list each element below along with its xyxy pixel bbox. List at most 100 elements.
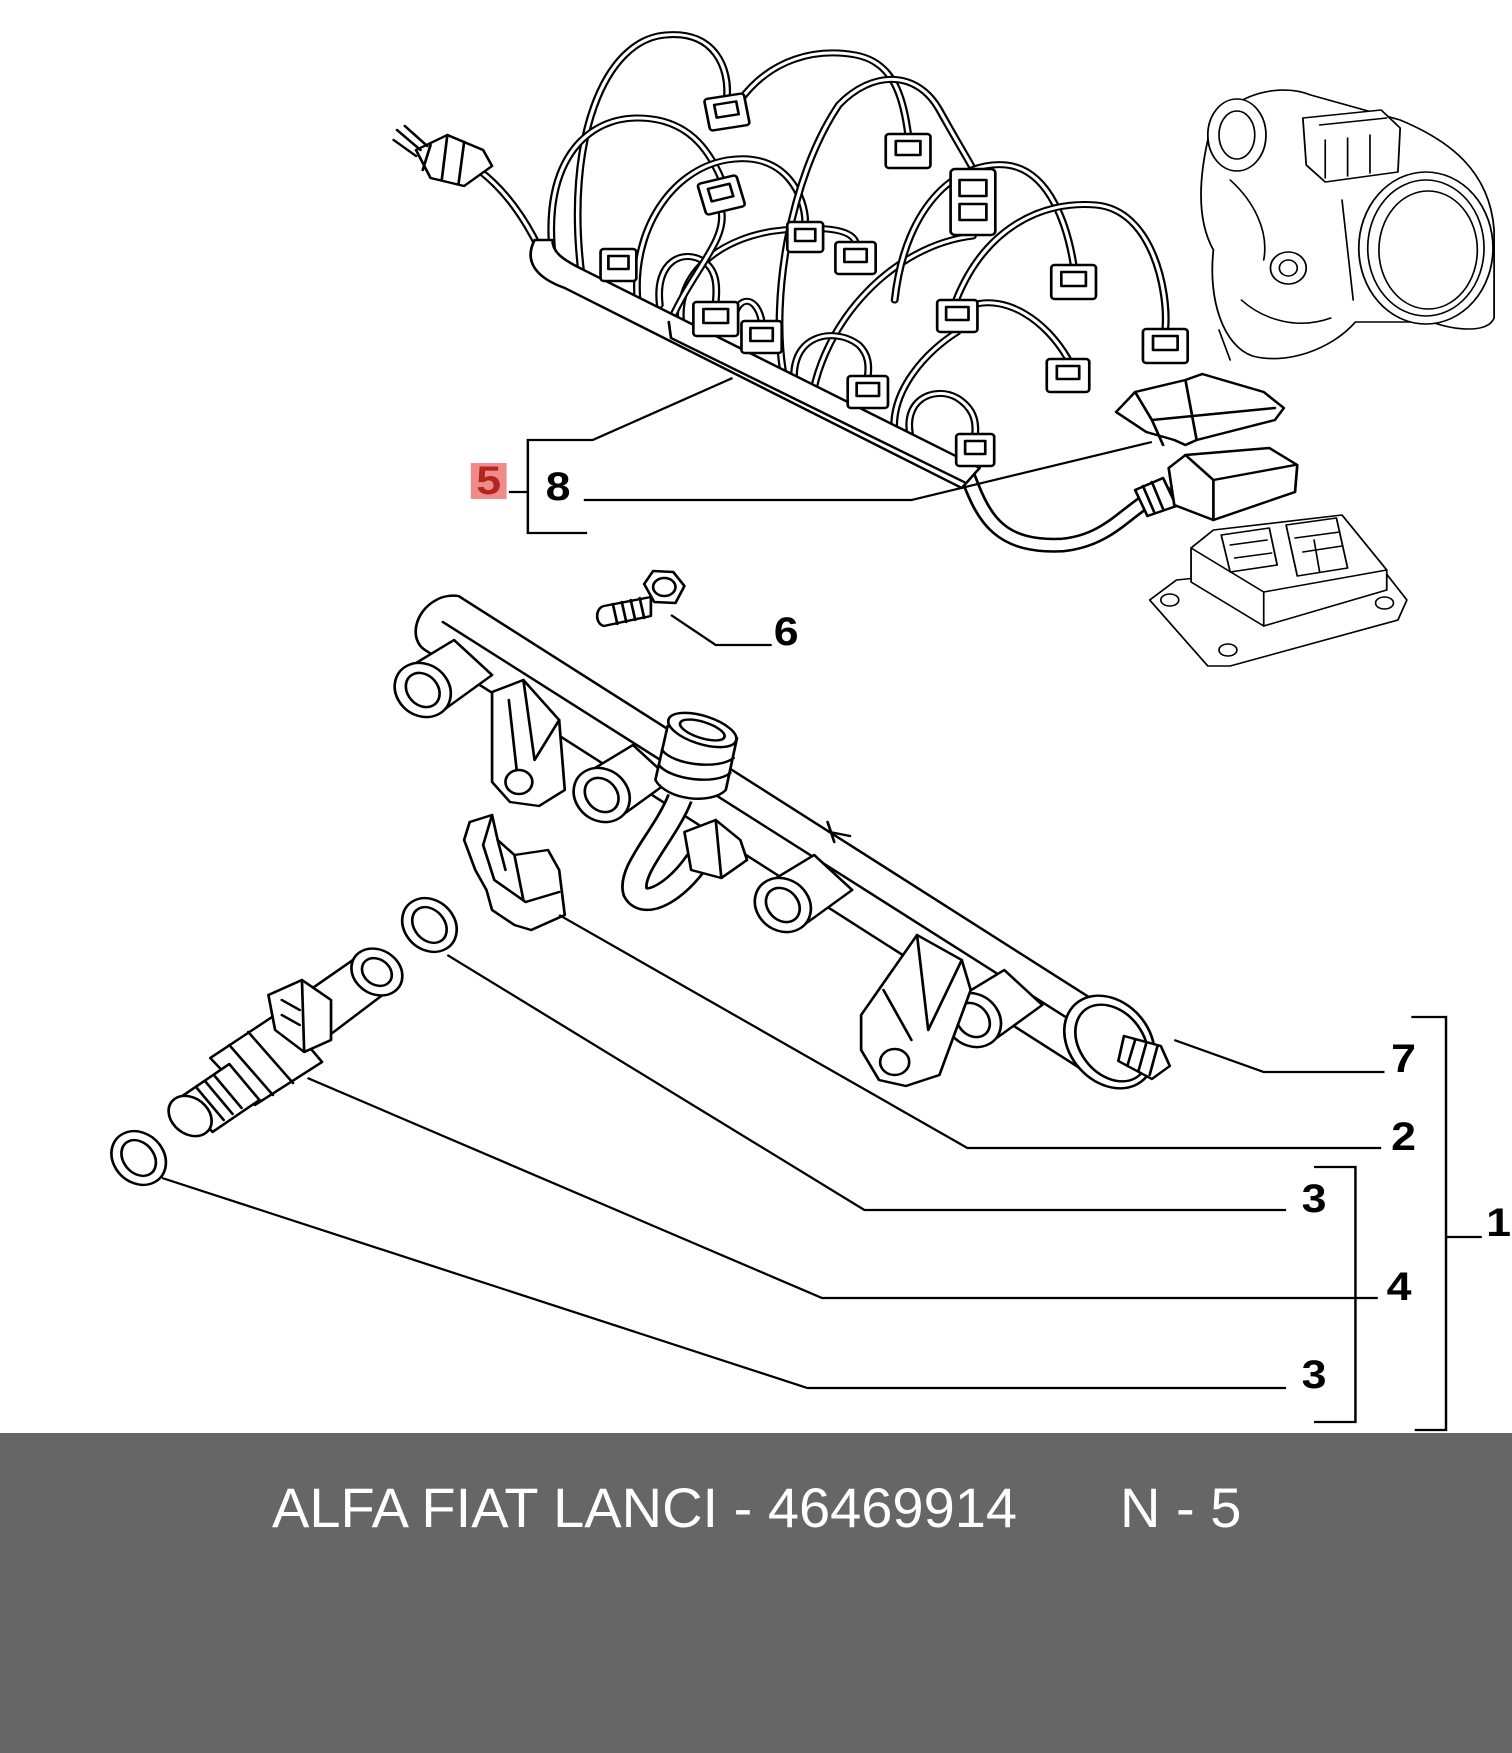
harness-trunk — [529, 238, 982, 490]
connector-housing — [846, 374, 890, 410]
connector-housing — [599, 247, 638, 283]
fuel-inlet-fitting-top — [666, 711, 738, 749]
ecu-connector-cover — [1114, 372, 1286, 447]
injector-cup-bore — [764, 886, 802, 924]
callout-1: 1 — [1486, 1200, 1511, 1244]
throttle-sensor-connector — [1301, 109, 1402, 183]
callout-3-upper: 3 — [1302, 1176, 1327, 1220]
connector-latch — [607, 254, 630, 271]
fuel-inlet-fitting-ridges — [657, 748, 735, 781]
leader-7 — [1173, 1038, 1385, 1074]
injector-cup — [943, 968, 1044, 1049]
injector-cup-bore — [404, 671, 441, 709]
fuel-injector — [167, 947, 404, 1138]
connector-housing — [740, 319, 784, 355]
throttle-inlet-pipe-inner — [1218, 110, 1256, 160]
fuel-rail-step — [826, 820, 852, 844]
callout-5-highlight — [470, 463, 507, 499]
clip-detail — [481, 813, 561, 904]
bolt-head-face — [651, 576, 677, 598]
harness-end-plug-ridges — [421, 133, 466, 186]
o-ring-outer — [110, 1129, 168, 1187]
harness-wire — [890, 328, 962, 439]
module-housing-edge — [1190, 547, 1388, 627]
callout-6: 6 — [774, 609, 799, 653]
injector-cup — [393, 638, 494, 719]
leader-6 — [670, 614, 772, 647]
leader-4 — [307, 1077, 1378, 1300]
module-connector-left — [1220, 527, 1279, 573]
leader-2 — [558, 914, 1382, 1150]
connector-latch — [958, 178, 988, 198]
control-module — [1148, 514, 1408, 667]
connector-latch — [1059, 270, 1088, 288]
bracket-plate — [859, 933, 973, 1088]
injector-cup-bore — [583, 776, 620, 814]
callout-2: 2 — [1391, 1114, 1416, 1158]
ecu-connector-plug — [1167, 446, 1299, 522]
rail-end-fitting — [1062, 994, 1172, 1090]
connector-latch — [1151, 334, 1179, 352]
throttle-inlet-pipe — [1206, 98, 1267, 172]
bracket-hole — [504, 768, 534, 796]
connector-latch — [843, 247, 869, 264]
harness-wire-core — [669, 209, 724, 322]
harness-end-plug-pins — [392, 124, 429, 158]
callout-7: 7 — [1391, 1036, 1416, 1080]
fuel-inlet-clamp-edge — [714, 818, 723, 880]
harness-connector — [740, 319, 784, 355]
harness-wire-core — [809, 234, 975, 407]
harness-connector — [1141, 327, 1190, 365]
harness-end-plug-body — [414, 133, 494, 188]
harness-connector — [696, 174, 746, 216]
harness-wire-core — [892, 330, 959, 437]
module-mount-hole — [1160, 593, 1180, 607]
harness-connector — [954, 432, 996, 468]
connector-housing — [1049, 263, 1098, 301]
harness-wire-core — [777, 77, 975, 372]
injector-connector-detail — [280, 978, 306, 1054]
fuel-inlet-pipe-core — [623, 794, 707, 909]
bracket-rib — [507, 678, 561, 772]
connector-latch — [963, 439, 987, 456]
injector-nozzle-tip — [167, 1094, 213, 1138]
leader-5-8-bracket — [508, 377, 734, 535]
harness-lead-wire — [474, 166, 543, 252]
throttle-body-ribs — [1218, 179, 1355, 361]
harness-connector-large — [949, 167, 997, 237]
throttle-body — [1200, 89, 1496, 361]
module-mount-hole — [1218, 643, 1238, 657]
harness-connector — [846, 374, 890, 410]
injector-cup — [572, 743, 673, 824]
connector-housing — [1045, 357, 1091, 394]
footer-bar: ALFA FIAT LANCI - 46469914 N - 5 — [0, 1433, 1512, 1753]
connector-latch — [944, 305, 970, 322]
end-fitting-nipple-ridges — [1125, 1038, 1159, 1077]
fuel-inlet-fitting-bore — [678, 718, 726, 742]
parts-diagram: 5 8 6 7 2 3 4 3 1 — [110, 31, 1511, 1432]
footer-page-label: N - 5 — [1120, 1476, 1242, 1539]
connector-latch — [958, 202, 988, 222]
throttle-pivot-outer — [1269, 251, 1308, 285]
throttle-bore-inner — [1378, 190, 1479, 310]
connector-housing — [949, 167, 997, 237]
harness-connector — [692, 300, 740, 338]
module-connector-right-detail — [1294, 531, 1343, 573]
injector-body-ridges — [227, 1030, 295, 1097]
callout-5: 5 — [476, 458, 501, 502]
wiring-harness — [392, 31, 1299, 553]
bolt-head — [642, 569, 686, 605]
leader-3-upper — [446, 954, 1287, 1212]
module-connector-left-detail — [1229, 539, 1273, 559]
module-mount-hole — [1374, 596, 1395, 610]
connector-latch — [706, 182, 735, 203]
harness-wire-core — [549, 116, 724, 284]
connector-latch — [1055, 364, 1081, 381]
callout-4: 4 — [1387, 1264, 1412, 1308]
harness-connector — [935, 298, 979, 334]
ecu-connector-plug-edges — [1184, 453, 1297, 522]
leader-3-lower — [161, 1176, 1287, 1390]
connector-housing — [703, 92, 751, 132]
rail-mounting-bracket — [490, 678, 567, 808]
injector-cup — [753, 853, 854, 934]
